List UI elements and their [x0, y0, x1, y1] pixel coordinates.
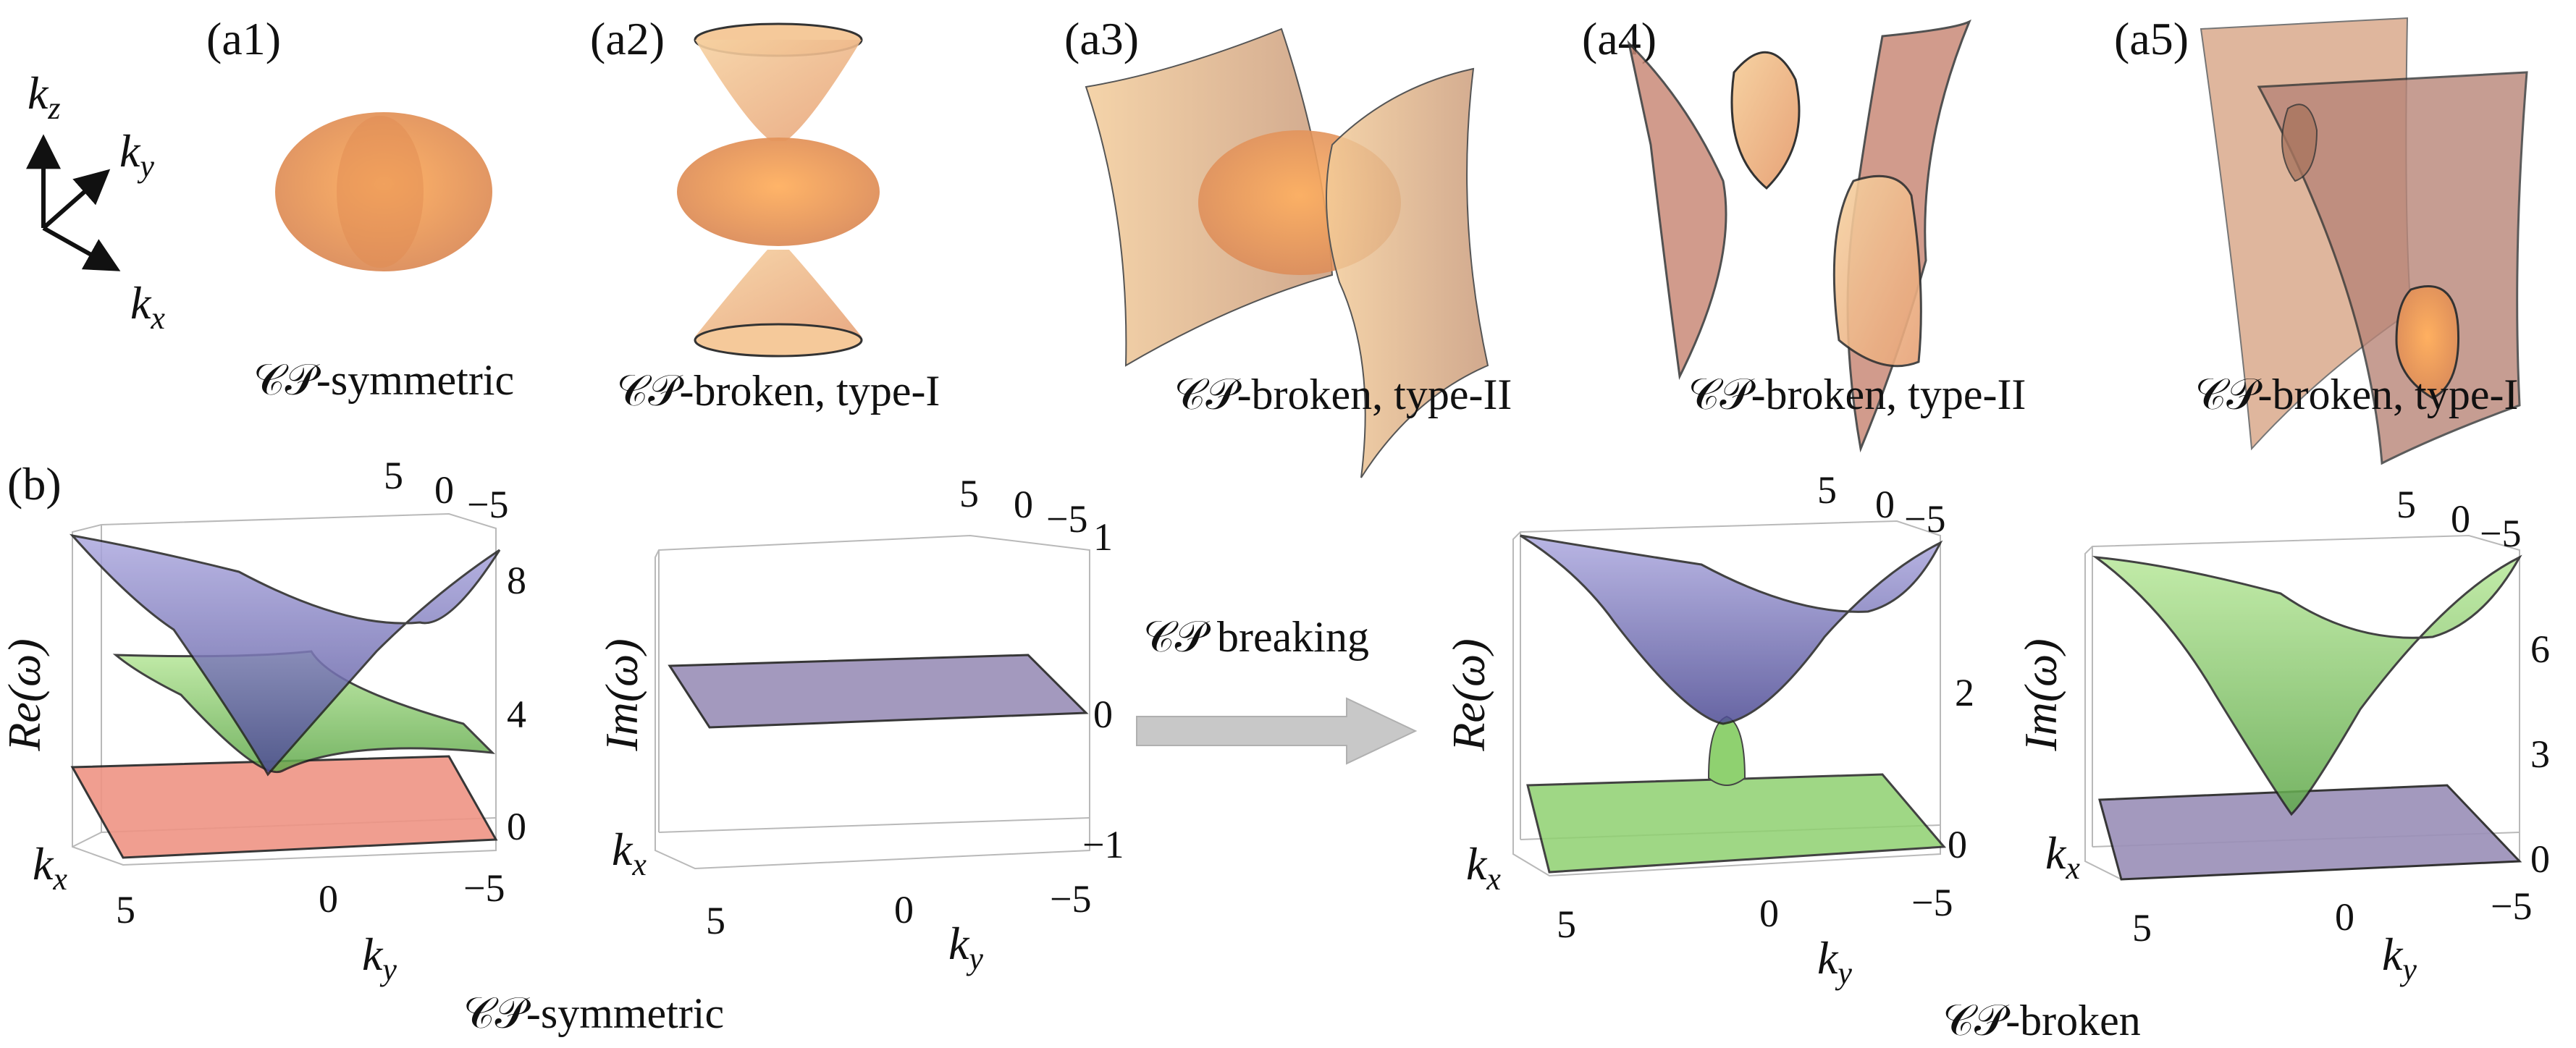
inner-ellipsoid [337, 116, 424, 268]
plot1-bottom-tick-m5: −5 [463, 866, 505, 910]
plot1-top-tick-m5: −5 [467, 483, 508, 526]
panel-a2-id: (a2) [590, 13, 665, 64]
band-plot-2: Im(ω) 1 0 −1 5 0 −5 5 0 −5 kx ky [596, 472, 1124, 976]
surface-upper-band [2092, 554, 2522, 816]
plot2-ztick-m1: −1 [1082, 823, 1124, 866]
plot1-kx-label: kx [33, 838, 67, 897]
surface-upper-band [69, 533, 501, 777]
plot3-top-tick-5: 5 [1817, 468, 1837, 512]
cp-breaking-arrow: 𝒞𝒫 breaking [1136, 613, 1418, 765]
panel-a4-caption: 𝒞𝒫-broken, type-II [1688, 371, 2026, 418]
plot2-ztick-1: 1 [1093, 515, 1113, 559]
lower-cone-rim [694, 323, 863, 358]
plot4-ztick-0: 0 [2530, 837, 2550, 881]
plot3-bottom-tick-0: 0 [1759, 892, 1779, 935]
plot2-top-tick-m5: −5 [1046, 497, 1087, 541]
fermi-sheet-right [1326, 67, 1489, 478]
fermi-sheet-left [1627, 40, 1727, 381]
plot1-ztick-8: 8 [507, 559, 526, 602]
panel-a5-caption: 𝒞𝒫-broken, type-I [2195, 371, 2519, 418]
middle-ellipsoid [677, 138, 880, 246]
plot2-top-tick-0: 0 [1014, 483, 1033, 526]
plot3-top-tick-0: 0 [1875, 483, 1895, 526]
plot3-ztick-2: 2 [1955, 671, 1974, 714]
plot4-ztick-3: 3 [2530, 732, 2550, 776]
plot1-ky-label: ky [362, 929, 397, 987]
panel-a3: (a3) 𝒞𝒫-broken, type-II [1064, 13, 1512, 478]
plot2-bottom-tick-m5: −5 [1050, 877, 1091, 921]
plot1-top-tick-5: 5 [384, 454, 403, 497]
plot4-kx-label: kx [2045, 827, 2080, 886]
band-plot-4: Im(ω) 6 3 0 5 0 −5 5 0 −5 kx ky [2015, 483, 2550, 987]
ky-label: ky [119, 125, 154, 184]
fermi-pocket [1730, 51, 1801, 190]
plot3-kx-label: kx [1466, 838, 1501, 897]
kx-label: kx [130, 277, 165, 336]
band-plot-1: Re(ω) 8 4 0 5 0 −5 5 0 −5 kx ky [0, 454, 526, 987]
panel-a1: (a1) 𝒞𝒫-symmetric [206, 13, 514, 404]
panel-a3-id: (a3) [1064, 13, 1139, 64]
lower-cone [695, 250, 862, 337]
surface-upper-band [1520, 534, 1943, 725]
plot4-top-tick-m5: −5 [2480, 512, 2521, 555]
plot3-bottom-tick-5: 5 [1557, 903, 1576, 946]
plot1-bottom-tick-5: 5 [116, 888, 135, 931]
plot1-ztick-0: 0 [507, 805, 526, 848]
panel-a5: (a5) 𝒞𝒫-broken, type-I [2114, 13, 2528, 465]
plot4-top-tick-5: 5 [2396, 483, 2416, 526]
plot3-ky-label: ky [1817, 932, 1852, 991]
panel-a1-caption: 𝒞𝒫-symmetric [253, 356, 514, 404]
surface-lower-band [2098, 784, 2522, 881]
group-left-caption: 𝒞𝒫-symmetric [463, 989, 724, 1037]
plot3-bottom-tick-m5: −5 [1911, 881, 1953, 924]
plot2-top-tick-5: 5 [959, 472, 979, 515]
plot4-top-tick-0: 0 [2451, 497, 2470, 541]
plot3-top-tick-m5: −5 [1904, 497, 1945, 541]
fermi-pocket-lower [2395, 285, 2460, 400]
panel-a4: (a4) 𝒞𝒫-broken, type-II [1582, 13, 2026, 453]
panel-a2-caption: 𝒞𝒫-broken, type-I [617, 367, 940, 415]
plot2-ylabel: Im(ω) [596, 638, 647, 751]
plot2-ztick-0: 0 [1093, 693, 1113, 736]
fermi-pocket-upper [2281, 103, 2318, 182]
arrow-label: 𝒞𝒫 breaking [1143, 613, 1369, 661]
plot2-bottom-tick-5: 5 [706, 899, 725, 942]
surface-flat-band [70, 755, 498, 859]
panel-a3-caption: 𝒞𝒫-broken, type-II [1174, 371, 1512, 418]
upper-cone [695, 40, 862, 141]
fermi-pocket-lower [1832, 174, 1922, 368]
surface-lower-band [1526, 773, 1947, 874]
plot4-bottom-tick-5: 5 [2132, 906, 2152, 950]
band-plot-3: Re(ω) 2 0 5 0 −5 5 0 −5 kx ky [1443, 468, 1974, 991]
plot4-ylabel: Im(ω) [2015, 638, 2066, 751]
plot4-ky-label: ky [2382, 929, 2417, 987]
panel-b-id: (b) [7, 458, 62, 510]
exceptional-tube [1707, 715, 1746, 786]
plot2-ky-label: ky [948, 918, 983, 976]
fermi-ellipsoid [275, 112, 492, 271]
plot4-bottom-tick-m5: −5 [2491, 884, 2532, 928]
kz-label: kz [28, 67, 61, 126]
arrow-shape [1136, 697, 1418, 765]
axes-triad: kz ky kx [26, 67, 165, 336]
plot4-bottom-tick-0: 0 [2335, 895, 2354, 939]
group-right-caption: 𝒞𝒫-broken [1942, 997, 2141, 1044]
plot3-ztick-0: 0 [1948, 823, 1967, 866]
plot2-kx-label: kx [612, 824, 647, 882]
panel-a1-id: (a1) [206, 13, 281, 64]
fermi-sheet-front [2257, 71, 2528, 465]
plot1-ztick-4: 4 [507, 693, 526, 736]
plot2-bottom-tick-0: 0 [894, 888, 914, 931]
plot1-bottom-tick-0: 0 [319, 877, 338, 921]
plot4-ztick-6: 6 [2530, 627, 2550, 671]
panel-a4-id: (a4) [1582, 13, 1657, 64]
surface-zero-plane [668, 654, 1089, 729]
panel-a2: (a2) 𝒞𝒫-broken, type-I [590, 13, 940, 415]
panel-a5-id: (a5) [2114, 13, 2189, 64]
plot1-ylabel: Re(ω) [0, 638, 50, 751]
plot1-top-tick-0: 0 [434, 468, 454, 512]
plot3-ylabel: Re(ω) [1443, 638, 1494, 751]
